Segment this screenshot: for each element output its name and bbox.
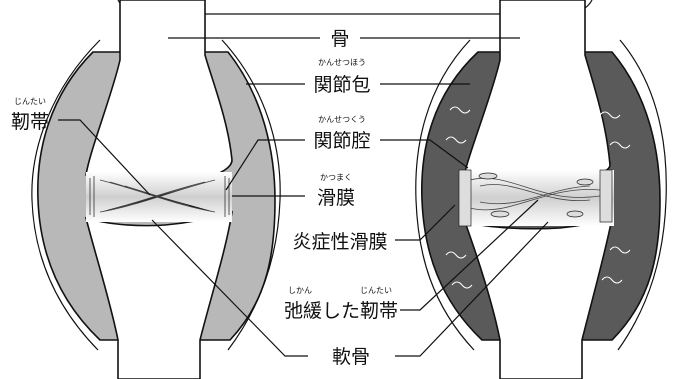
label-joint-capsule-text: 関節包 (313, 74, 370, 96)
label-bone: 骨 (330, 28, 349, 50)
inflamed-synovium-waves (445, 106, 631, 289)
label-lax-ligament-text: 弛緩した靭帯 (284, 300, 398, 322)
label-cartilage: 軟骨 (332, 346, 370, 368)
leader-lines (58, 37, 549, 357)
label-joint-capsule-ruby: かんせつほう (318, 58, 366, 67)
label-joint-capsule: かんせつほう 関節包 (313, 58, 370, 96)
label-ligament-ruby: じんたい (14, 97, 46, 106)
label-lax-ligament-ruby-a: しかん (288, 286, 312, 295)
label-joint-cavity-text: 関節腔 (313, 130, 370, 152)
normal-joint-capsule-outline (31, 39, 101, 351)
synovial-fringe (458, 169, 613, 227)
label-joint-cavity-ruby: かんせつくう (318, 115, 366, 124)
normal-ligament (99, 179, 216, 213)
label-synovium-ruby: かつまく (320, 173, 352, 182)
label-lax-ligament: しかん じんたい 弛緩した靭帯 (284, 286, 398, 322)
normal-joint (31, 0, 281, 379)
normal-lower-bone (84, 210, 233, 379)
label-synovium: かつまく 滑膜 (317, 173, 355, 209)
inflamed-joint (415, 0, 667, 379)
label-bone-text: 骨 (330, 28, 349, 50)
label-cartilage-text: 軟骨 (332, 346, 370, 368)
inflamed-lower-bone (463, 216, 614, 379)
label-lax-ligament-ruby-b: じんたい (360, 286, 392, 295)
label-synovium-text: 滑膜 (317, 187, 355, 209)
normal-synovium-marks (89, 176, 230, 217)
label-ligament: じんたい 靭帯 (11, 97, 49, 133)
label-ligament-text: 靭帯 (11, 111, 49, 133)
label-joint-cavity: かんせつくう 関節腔 (313, 115, 370, 152)
label-inflamed-synovium-text: 炎症性滑膜 (292, 231, 387, 253)
label-inflamed-synovium: 炎症性滑膜 (292, 231, 387, 253)
